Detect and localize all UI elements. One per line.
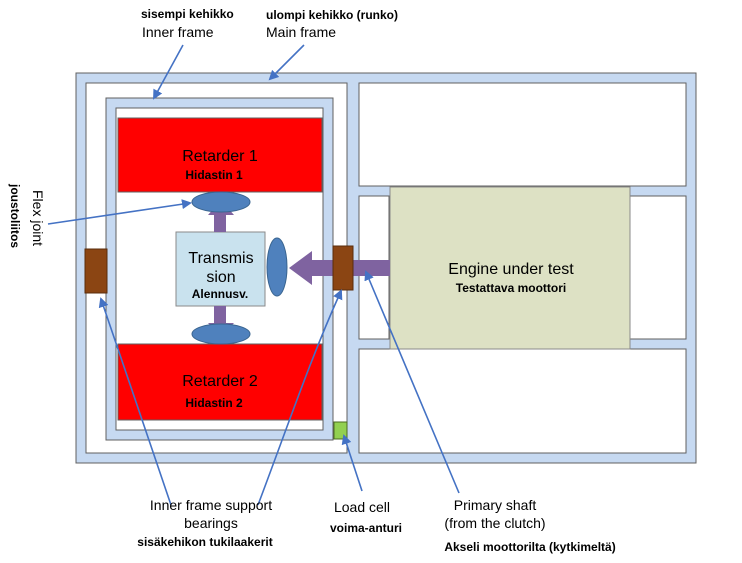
label-flex-joint-fi: joustoliitos [8,183,22,248]
label-main-frame-fi: ulompi kehikko (runko) [266,8,398,22]
label-load-cell: Load cell [334,499,390,515]
leader-main-frame [268,44,305,81]
label-transmission-2: sion [206,269,235,286]
leader-inner-frame [153,44,184,100]
engine-under-test [389,186,631,350]
flex-joint-bottom [191,323,251,345]
flex-joint-top [191,191,251,213]
label-primary-shaft-fi: Akseli moottorilta (kytkimeltä) [444,540,615,554]
label-bearings-fi: sisäkehikon tukilaakerit [137,535,272,549]
leader-bearing-left [98,297,172,506]
leader-load-cell [341,434,363,492]
label-retarder-2-fi: Hidastin 2 [185,396,243,410]
bearing-left [84,248,108,294]
label-main-frame-en: Main frame [266,24,336,40]
retarder-2 [117,343,323,421]
label-engine: Engine under test [448,261,574,278]
label-primary-shaft-2: (from the clutch) [444,515,545,531]
load-cell [333,421,348,440]
bearing-right [332,245,354,291]
label-retarder-1-fi: Hidastin 1 [185,168,243,182]
leader-primary-shaft [364,270,460,494]
label-primary-shaft-1: Primary shaft [454,497,537,513]
label-inner-frame-en: Inner frame [142,24,214,40]
label-engine-fi: Testattava moottori [456,281,566,295]
label-transmission-1: Transmis [188,250,253,267]
label-retarder-2: Retarder 2 [182,373,258,390]
leader-lines [47,44,460,506]
transmission [175,231,266,307]
leader-flex-joint [47,199,192,225]
label-transmission-fi: Alennusv. [192,287,248,301]
label-flex-joint-en: Flex joint [30,190,46,246]
label-retarder-1: Retarder 1 [182,148,258,165]
label-bearings-2: bearings [184,515,238,531]
label-load-cell-fi: voima-anturi [330,521,402,535]
flex-joint-side [266,237,288,297]
label-inner-frame-fi: sisempi kehikko [141,7,234,21]
leader-bearing-right [257,289,343,506]
label-bearings-1: Inner frame support [150,497,272,513]
